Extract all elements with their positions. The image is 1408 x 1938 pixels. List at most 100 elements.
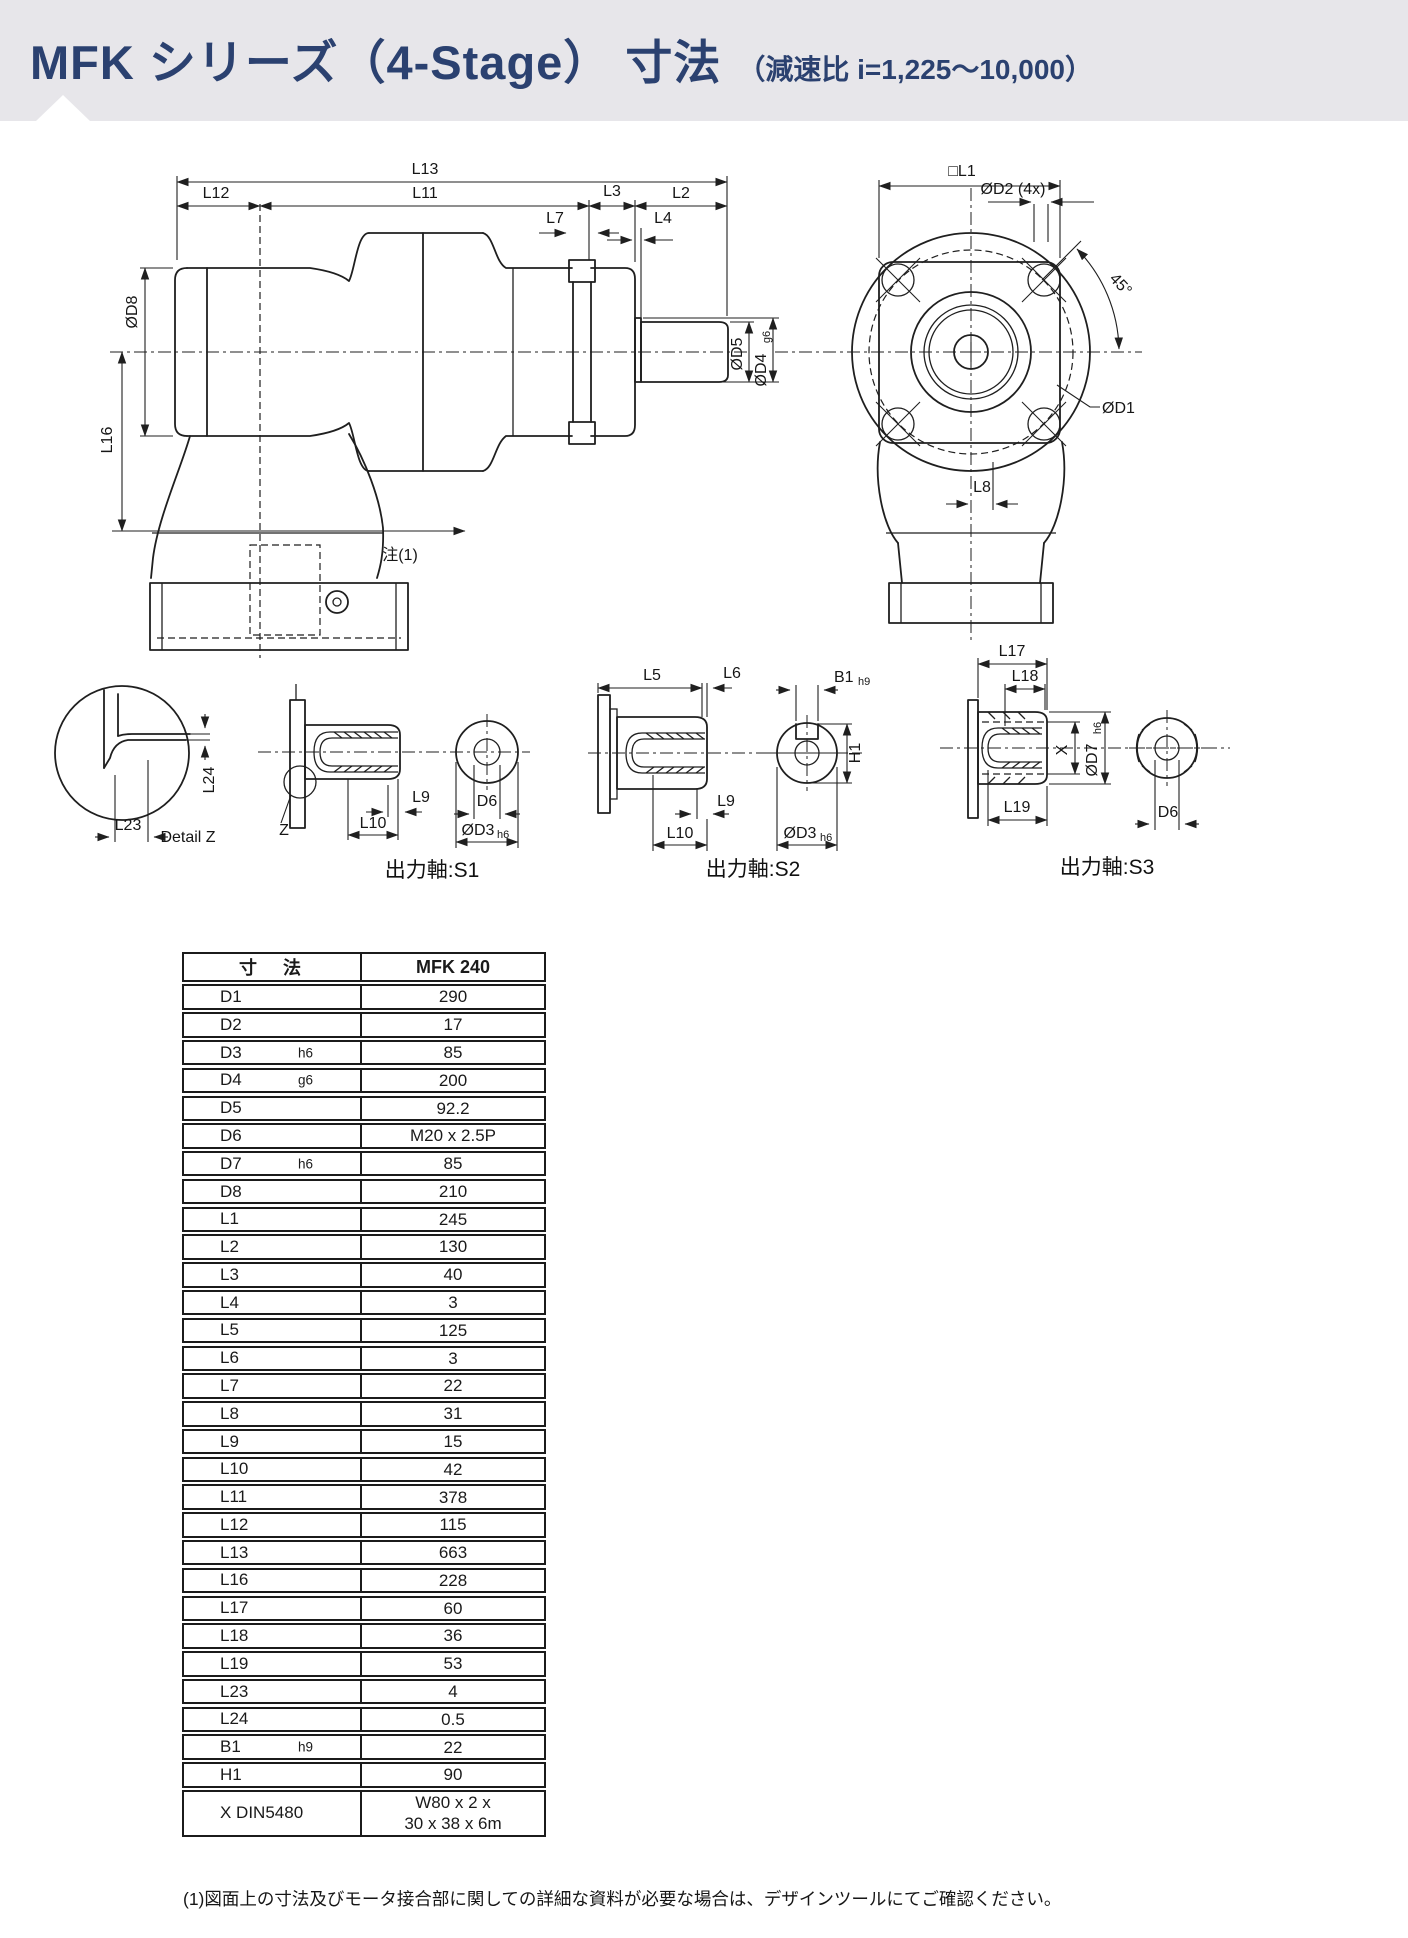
bolt-holes bbox=[875, 257, 1067, 447]
table-row: H1 90 bbox=[182, 1762, 546, 1788]
table-cell-label: D4 g6 bbox=[184, 1069, 362, 1092]
dim-symbol: L24 bbox=[220, 1709, 249, 1729]
dim-value: 60 bbox=[443, 1598, 463, 1618]
dim-label-l8: L8 bbox=[973, 479, 991, 496]
dim-symbol: L7 bbox=[220, 1376, 239, 1396]
dim-value: 3 bbox=[448, 1348, 458, 1368]
table-cell-label: D7 h6 bbox=[184, 1153, 362, 1175]
table-cell-label: H1 bbox=[184, 1764, 362, 1786]
dim-value: 22 bbox=[443, 1737, 463, 1757]
dim-symbol: L23 bbox=[220, 1681, 249, 1701]
table-row: D4 g6 200 bbox=[182, 1067, 546, 1094]
dim-label-l6: L6 bbox=[723, 665, 741, 682]
table-cell-label: B1 h9 bbox=[184, 1736, 362, 1758]
dim-value: 4 bbox=[448, 1681, 458, 1701]
dim-label-l7: L7 bbox=[546, 210, 564, 227]
dim-value: 228 bbox=[438, 1570, 468, 1590]
table-cell-label: L24 bbox=[184, 1708, 362, 1731]
output-shaft-s1-drawing: Z L10 L9 D6 ØD3 h6 出力軸:S1 bbox=[258, 684, 530, 882]
dim-label-d3: ØD3 bbox=[462, 822, 495, 839]
footnote: (1)図面上の寸法及びモータ接合部に関しての詳細な資料が必要な場合は、デザインツ… bbox=[183, 1889, 1062, 1909]
dim-label-d7-tol: h6 bbox=[1092, 722, 1104, 734]
table-row: L3 40 bbox=[182, 1262, 546, 1288]
header-band bbox=[0, 0, 1408, 121]
table-cell-label: L12 bbox=[184, 1514, 362, 1536]
dim-symbol: B1 bbox=[220, 1737, 241, 1757]
dim-symbol: D7 bbox=[220, 1153, 242, 1173]
table-cell-label: D5 bbox=[184, 1097, 362, 1119]
table-cell-label: L11 bbox=[184, 1486, 362, 1508]
page-title: MFK シリーズ（4-Stage） 寸法 （減速比 i=1,225～10,000… bbox=[30, 24, 1093, 93]
dim-label-d5: ØD5 bbox=[729, 337, 746, 370]
table-row: L24 0.5 bbox=[182, 1706, 546, 1733]
page-title-main: MFK シリーズ（4-Stage） 寸法 bbox=[30, 36, 722, 89]
table-body: D1 290 D2 17 D3 h6 bbox=[182, 984, 546, 1837]
table-cell-label: L10 bbox=[184, 1458, 362, 1481]
dim-label-l5: L5 bbox=[643, 667, 661, 684]
table-cell-label: L9 bbox=[184, 1430, 362, 1453]
dim-label-l12: L12 bbox=[203, 185, 230, 202]
dim-label-l10: L10 bbox=[360, 815, 387, 832]
dim-value: 200 bbox=[438, 1070, 468, 1090]
output-shaft-s3-drawing: L17 L18 X ØD7 h6 L19 D6 出力軸:S3 bbox=[940, 643, 1230, 879]
spline-marks bbox=[1135, 723, 1199, 773]
header-notch-triangle bbox=[36, 95, 90, 121]
table-row: L4 3 bbox=[182, 1289, 546, 1316]
table-row: X DIN5480 W80 x 2 x 30 x 38 x 6m bbox=[182, 1790, 546, 1837]
table-cell-label: L19 bbox=[184, 1653, 362, 1675]
thread-hatching bbox=[987, 711, 1041, 785]
dim-value: 22 bbox=[443, 1376, 463, 1396]
shaft-s1-caption: 出力軸:S1 bbox=[385, 859, 480, 882]
dim-label-d1: ØD1 bbox=[1102, 400, 1135, 417]
dim-value: 85 bbox=[443, 1154, 463, 1174]
shaft-s3-caption: 出力軸:S3 bbox=[1060, 856, 1155, 879]
dim-value: 92.2 bbox=[436, 1098, 470, 1118]
dim-symbol: L12 bbox=[220, 1514, 249, 1534]
dim-label-l19: L19 bbox=[1004, 799, 1031, 816]
table-row: L12 115 bbox=[182, 1512, 546, 1538]
table-row: D2 17 bbox=[182, 1012, 546, 1038]
dim-value: 42 bbox=[443, 1459, 463, 1479]
table-row: L9 15 bbox=[182, 1428, 546, 1455]
dim-tolerance: h6 bbox=[298, 1045, 314, 1061]
table-row: L13 663 bbox=[182, 1540, 546, 1566]
dim-label-d3-tol: h6 bbox=[820, 832, 832, 844]
dim-value: 115 bbox=[439, 1515, 467, 1535]
table-row: L16 228 bbox=[182, 1567, 546, 1594]
dim-label-x: X bbox=[1054, 744, 1071, 755]
dim-label-d6: D6 bbox=[477, 793, 498, 810]
table-header-model: MFK 240 bbox=[415, 956, 491, 977]
dim-symbol: H1 bbox=[220, 1764, 242, 1784]
dim-symbol: L8 bbox=[220, 1403, 239, 1423]
table-row: D8 210 bbox=[182, 1178, 546, 1205]
dim-symbol: L4 bbox=[220, 1292, 239, 1312]
table-row: L2 130 bbox=[182, 1234, 546, 1260]
dim-symbol: L9 bbox=[220, 1431, 239, 1451]
output-shaft-s2-drawing: L5 L6 L9 L10 B1 h9 H1 ØD3 h6 出力軸:S2 bbox=[588, 665, 870, 881]
table-row: L1 245 bbox=[182, 1206, 546, 1233]
table-row: B1 h9 22 bbox=[182, 1734, 546, 1760]
detail-z-caption: Detail Z bbox=[160, 829, 215, 846]
dim-value: 85 bbox=[443, 1043, 463, 1063]
dim-value: W80 x 2 x 30 x 38 x 6m bbox=[404, 1793, 502, 1834]
table-cell-label: L8 bbox=[184, 1403, 362, 1425]
table-cell-label: D3 h6 bbox=[184, 1041, 362, 1064]
table-row: L23 4 bbox=[182, 1678, 546, 1705]
dim-value: 31 bbox=[443, 1404, 463, 1424]
table-cell-label: D8 bbox=[184, 1180, 362, 1203]
thread-hatching bbox=[645, 732, 705, 774]
dim-symbol: D2 bbox=[220, 1014, 242, 1034]
dim-value: 15 bbox=[443, 1431, 463, 1451]
shaft-s2-caption: 出力軸:S2 bbox=[706, 858, 801, 881]
dim-symbol: D5 bbox=[220, 1098, 242, 1118]
dim-symbol: L10 bbox=[220, 1459, 249, 1479]
table-row: D5 92.2 bbox=[182, 1095, 546, 1121]
dim-label-l9: L9 bbox=[717, 793, 735, 810]
dim-label-45deg: 45° bbox=[1106, 270, 1135, 299]
dim-value: 663 bbox=[438, 1543, 468, 1563]
dim-value: M20 x 2.5P bbox=[410, 1126, 496, 1146]
dim-value: 290 bbox=[438, 987, 468, 1007]
table-row: L6 3 bbox=[182, 1345, 546, 1371]
dim-label-d7: ØD7 bbox=[1084, 743, 1101, 776]
